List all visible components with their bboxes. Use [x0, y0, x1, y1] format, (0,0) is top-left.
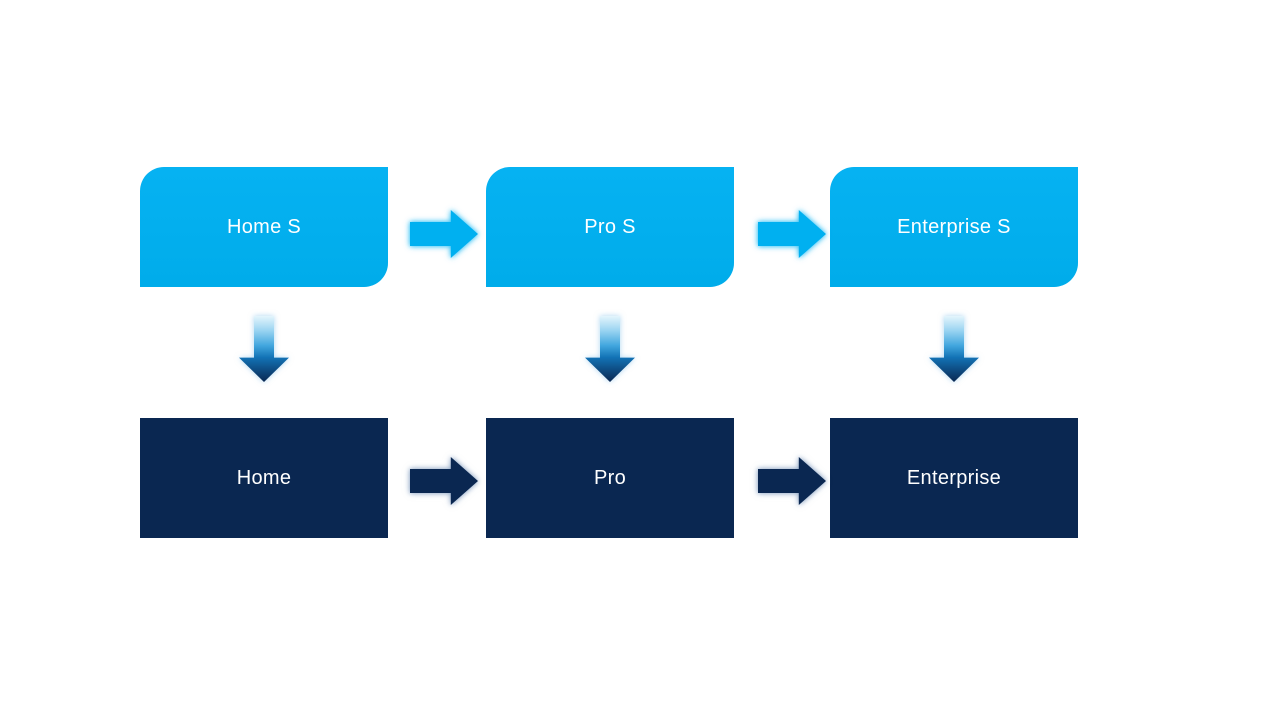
node-enterprise-s: Enterprise S: [830, 167, 1078, 287]
right-arrow-icon: [758, 210, 826, 258]
down-arrow-icon: [585, 316, 635, 382]
node-label-enterprise-s: Enterprise S: [897, 215, 1011, 238]
node-label-home-s: Home S: [226, 215, 302, 238]
right-arrow-shape: [758, 210, 826, 258]
right-arrow-shape: [410, 210, 478, 258]
right-arrow-icon: [758, 457, 826, 505]
node-enterprise: Enterprise: [830, 418, 1078, 538]
node-label-enterprise: Enterprise: [906, 466, 1002, 489]
down-arrow-icon: [239, 316, 289, 382]
right-arrow-shape: [758, 457, 826, 505]
down-arrow-shape: [585, 316, 635, 382]
node-label-home: Home: [236, 466, 292, 489]
node-home: Home: [140, 418, 388, 538]
down-arrow-shape: [239, 316, 289, 382]
right-arrow-icon: [410, 210, 478, 258]
node-label-pro-s: Pro S: [584, 215, 636, 238]
down-arrow-icon: [929, 316, 979, 382]
right-arrow-shape: [410, 457, 478, 505]
node-home-s: Home S: [140, 167, 388, 287]
node-pro-s: Pro S: [486, 167, 734, 287]
node-label-pro: Pro: [593, 466, 627, 489]
right-arrow-icon: [410, 457, 478, 505]
down-arrow-shape: [929, 316, 979, 382]
node-pro: Pro: [486, 418, 734, 538]
